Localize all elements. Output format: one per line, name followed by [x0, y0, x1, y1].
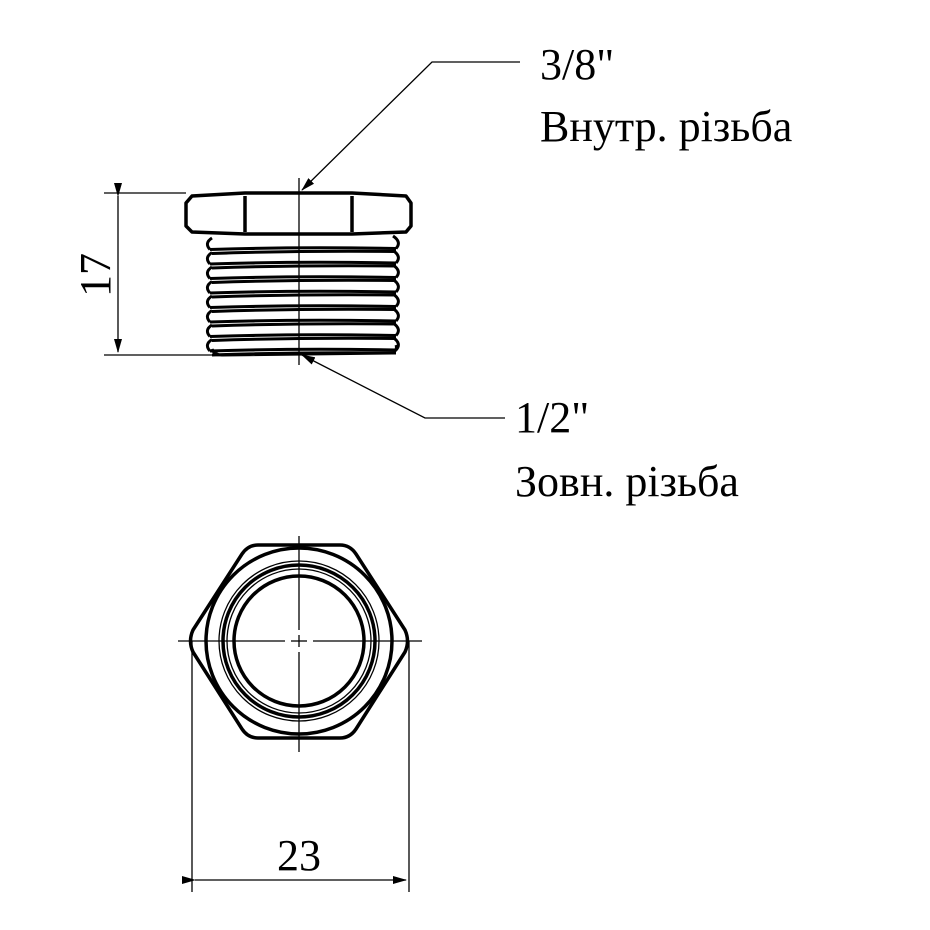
outer-thread-size: 1/2" — [515, 393, 589, 442]
width-dimension — [182, 641, 410, 892]
centerlines — [178, 536, 422, 752]
side-view — [184, 178, 413, 365]
thread-ridges — [205, 234, 400, 357]
outer-thread-label: Зовн. різьба — [515, 457, 739, 506]
height-dimension — [104, 183, 212, 356]
inner-thread-size: 3/8" — [540, 40, 614, 89]
height-value: 17 — [71, 253, 120, 297]
inner-thread-leader — [301, 61, 520, 191]
inner-thread-label: Внутр. різьба — [540, 102, 792, 151]
hex-outline — [188, 543, 410, 740]
thread-body — [205, 234, 400, 357]
width-value: 23 — [277, 831, 321, 880]
end-view — [178, 536, 422, 752]
outer-thread-leader — [301, 354, 505, 419]
hex-head — [184, 191, 413, 236]
